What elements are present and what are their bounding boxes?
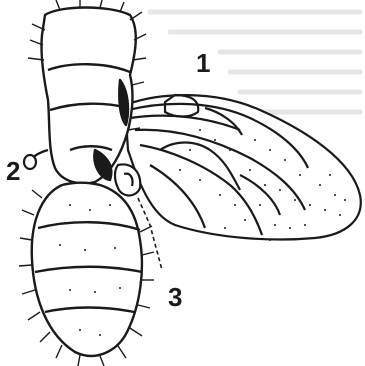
wing: [125, 95, 361, 239]
thorax: [41, 8, 135, 184]
label-3: 3: [168, 284, 182, 310]
abdomen: [32, 183, 142, 356]
haltere: [24, 150, 48, 169]
label-1: 1: [196, 50, 210, 76]
label-2: 2: [6, 158, 20, 184]
